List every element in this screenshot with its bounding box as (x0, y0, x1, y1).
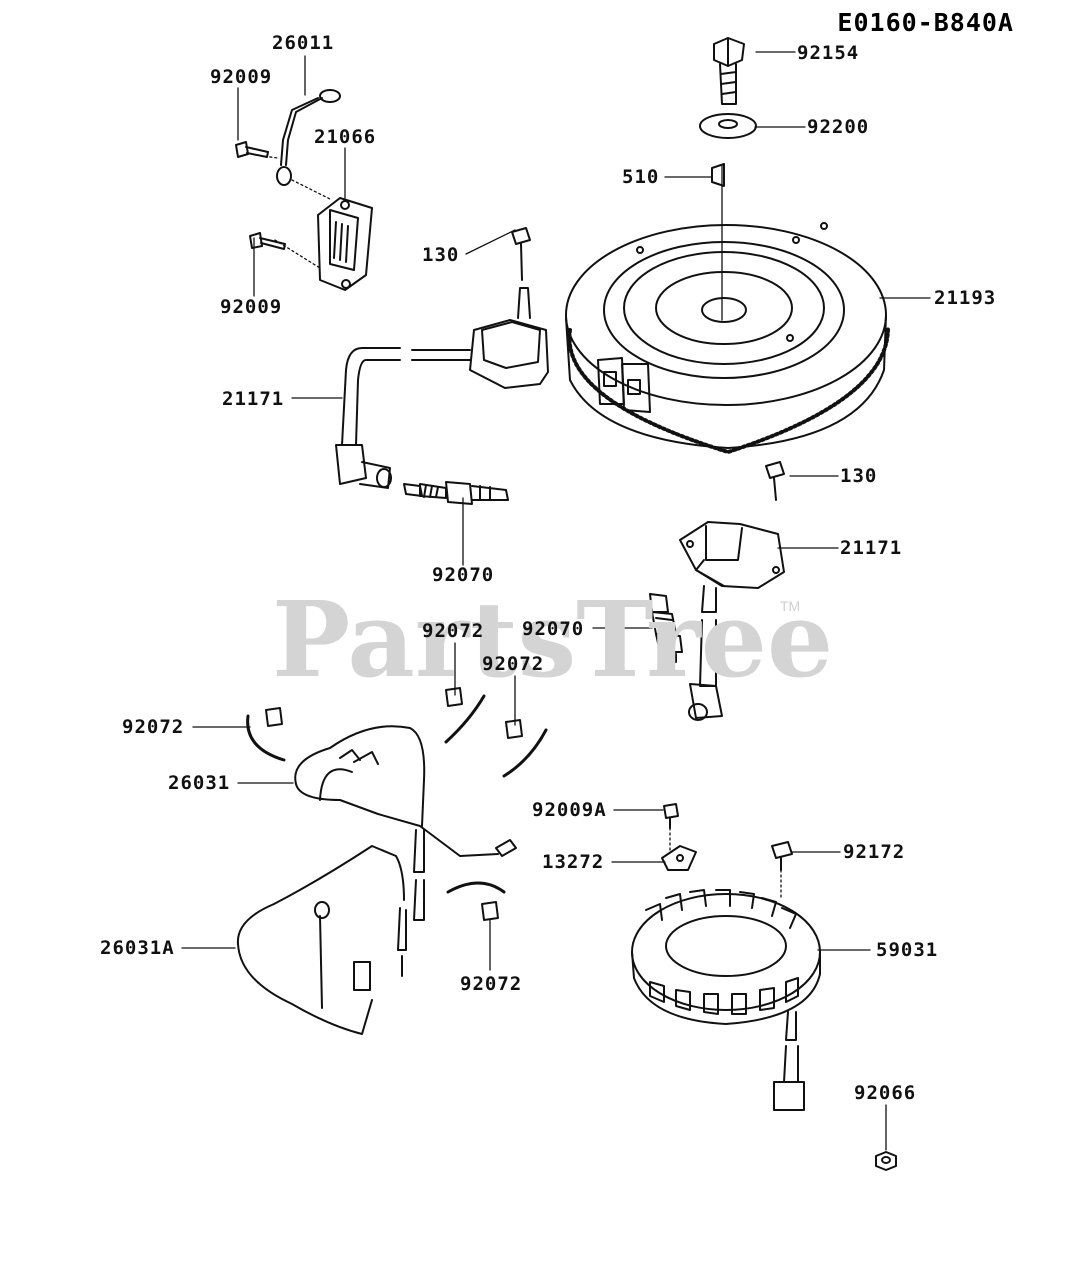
part-label-21171-left[interactable]: 21171 (222, 388, 285, 410)
clip-drawings (246, 687, 548, 921)
part-label-21193[interactable]: 21193 (934, 287, 997, 309)
part-label-92072-a[interactable]: 92072 (422, 620, 485, 642)
key-drawing (711, 163, 725, 187)
flywheel-drawing (565, 222, 890, 454)
part-label-26011[interactable]: 26011 (272, 32, 335, 54)
bracket-bolt-drawing (663, 803, 679, 829)
part-label-92154[interactable]: 92154 (797, 42, 860, 64)
part-label-26031[interactable]: 26031 (168, 772, 231, 794)
part-label-26031A[interactable]: 26031A (100, 937, 175, 959)
spark-plug-right-drawing (649, 593, 683, 663)
washer-drawing (699, 113, 757, 139)
part-label-13272[interactable]: 13272 (542, 851, 605, 873)
nut-drawing (875, 1151, 897, 1171)
leader-lines (181, 51, 931, 1151)
stator-drawing (631, 889, 821, 1111)
part-label-130-right[interactable]: 130 (840, 465, 878, 487)
part-label-92009A[interactable]: 92009A (532, 799, 607, 821)
part-label-92072-d[interactable]: 92072 (460, 973, 523, 995)
bracket-drawing (661, 845, 697, 871)
coil-bolt-right-drawing (765, 461, 785, 501)
part-label-130-top[interactable]: 130 (422, 244, 460, 266)
flywheel-bolt-drawing (713, 37, 745, 105)
part-label-92072-b[interactable]: 92072 (482, 653, 545, 675)
ground-lead-drawing (276, 89, 341, 186)
part-label-21066[interactable]: 21066 (314, 126, 377, 148)
part-label-510[interactable]: 510 (622, 166, 660, 188)
stator-bolt-drawing (771, 841, 793, 871)
part-label-92200[interactable]: 92200 (807, 116, 870, 138)
bolt-drawing (235, 141, 286, 250)
part-label-59031[interactable]: 59031 (876, 939, 939, 961)
part-label-92009-top[interactable]: 92009 (210, 66, 273, 88)
part-label-92070-right[interactable]: 92070 (522, 618, 585, 640)
part-label-92009-mid[interactable]: 92009 (220, 296, 283, 318)
harness-drawing (236, 725, 517, 1035)
ignition-coil-left-drawing (335, 227, 549, 489)
spark-plug-left-drawing (403, 481, 509, 505)
diagram-code: E0160-B840A (837, 8, 1014, 37)
part-label-92066[interactable]: 92066 (854, 1082, 917, 1104)
part-label-92172[interactable]: 92172 (843, 841, 906, 863)
part-label-92072-c[interactable]: 92072 (122, 716, 185, 738)
ignition-coil-right-drawing (679, 521, 785, 721)
part-label-92070-left[interactable]: 92070 (432, 564, 495, 586)
part-label-21171-right[interactable]: 21171 (840, 537, 903, 559)
trademark-mark: TM (780, 598, 801, 614)
watermark: PartsTree (272, 578, 834, 701)
regulator-drawing (317, 197, 373, 291)
